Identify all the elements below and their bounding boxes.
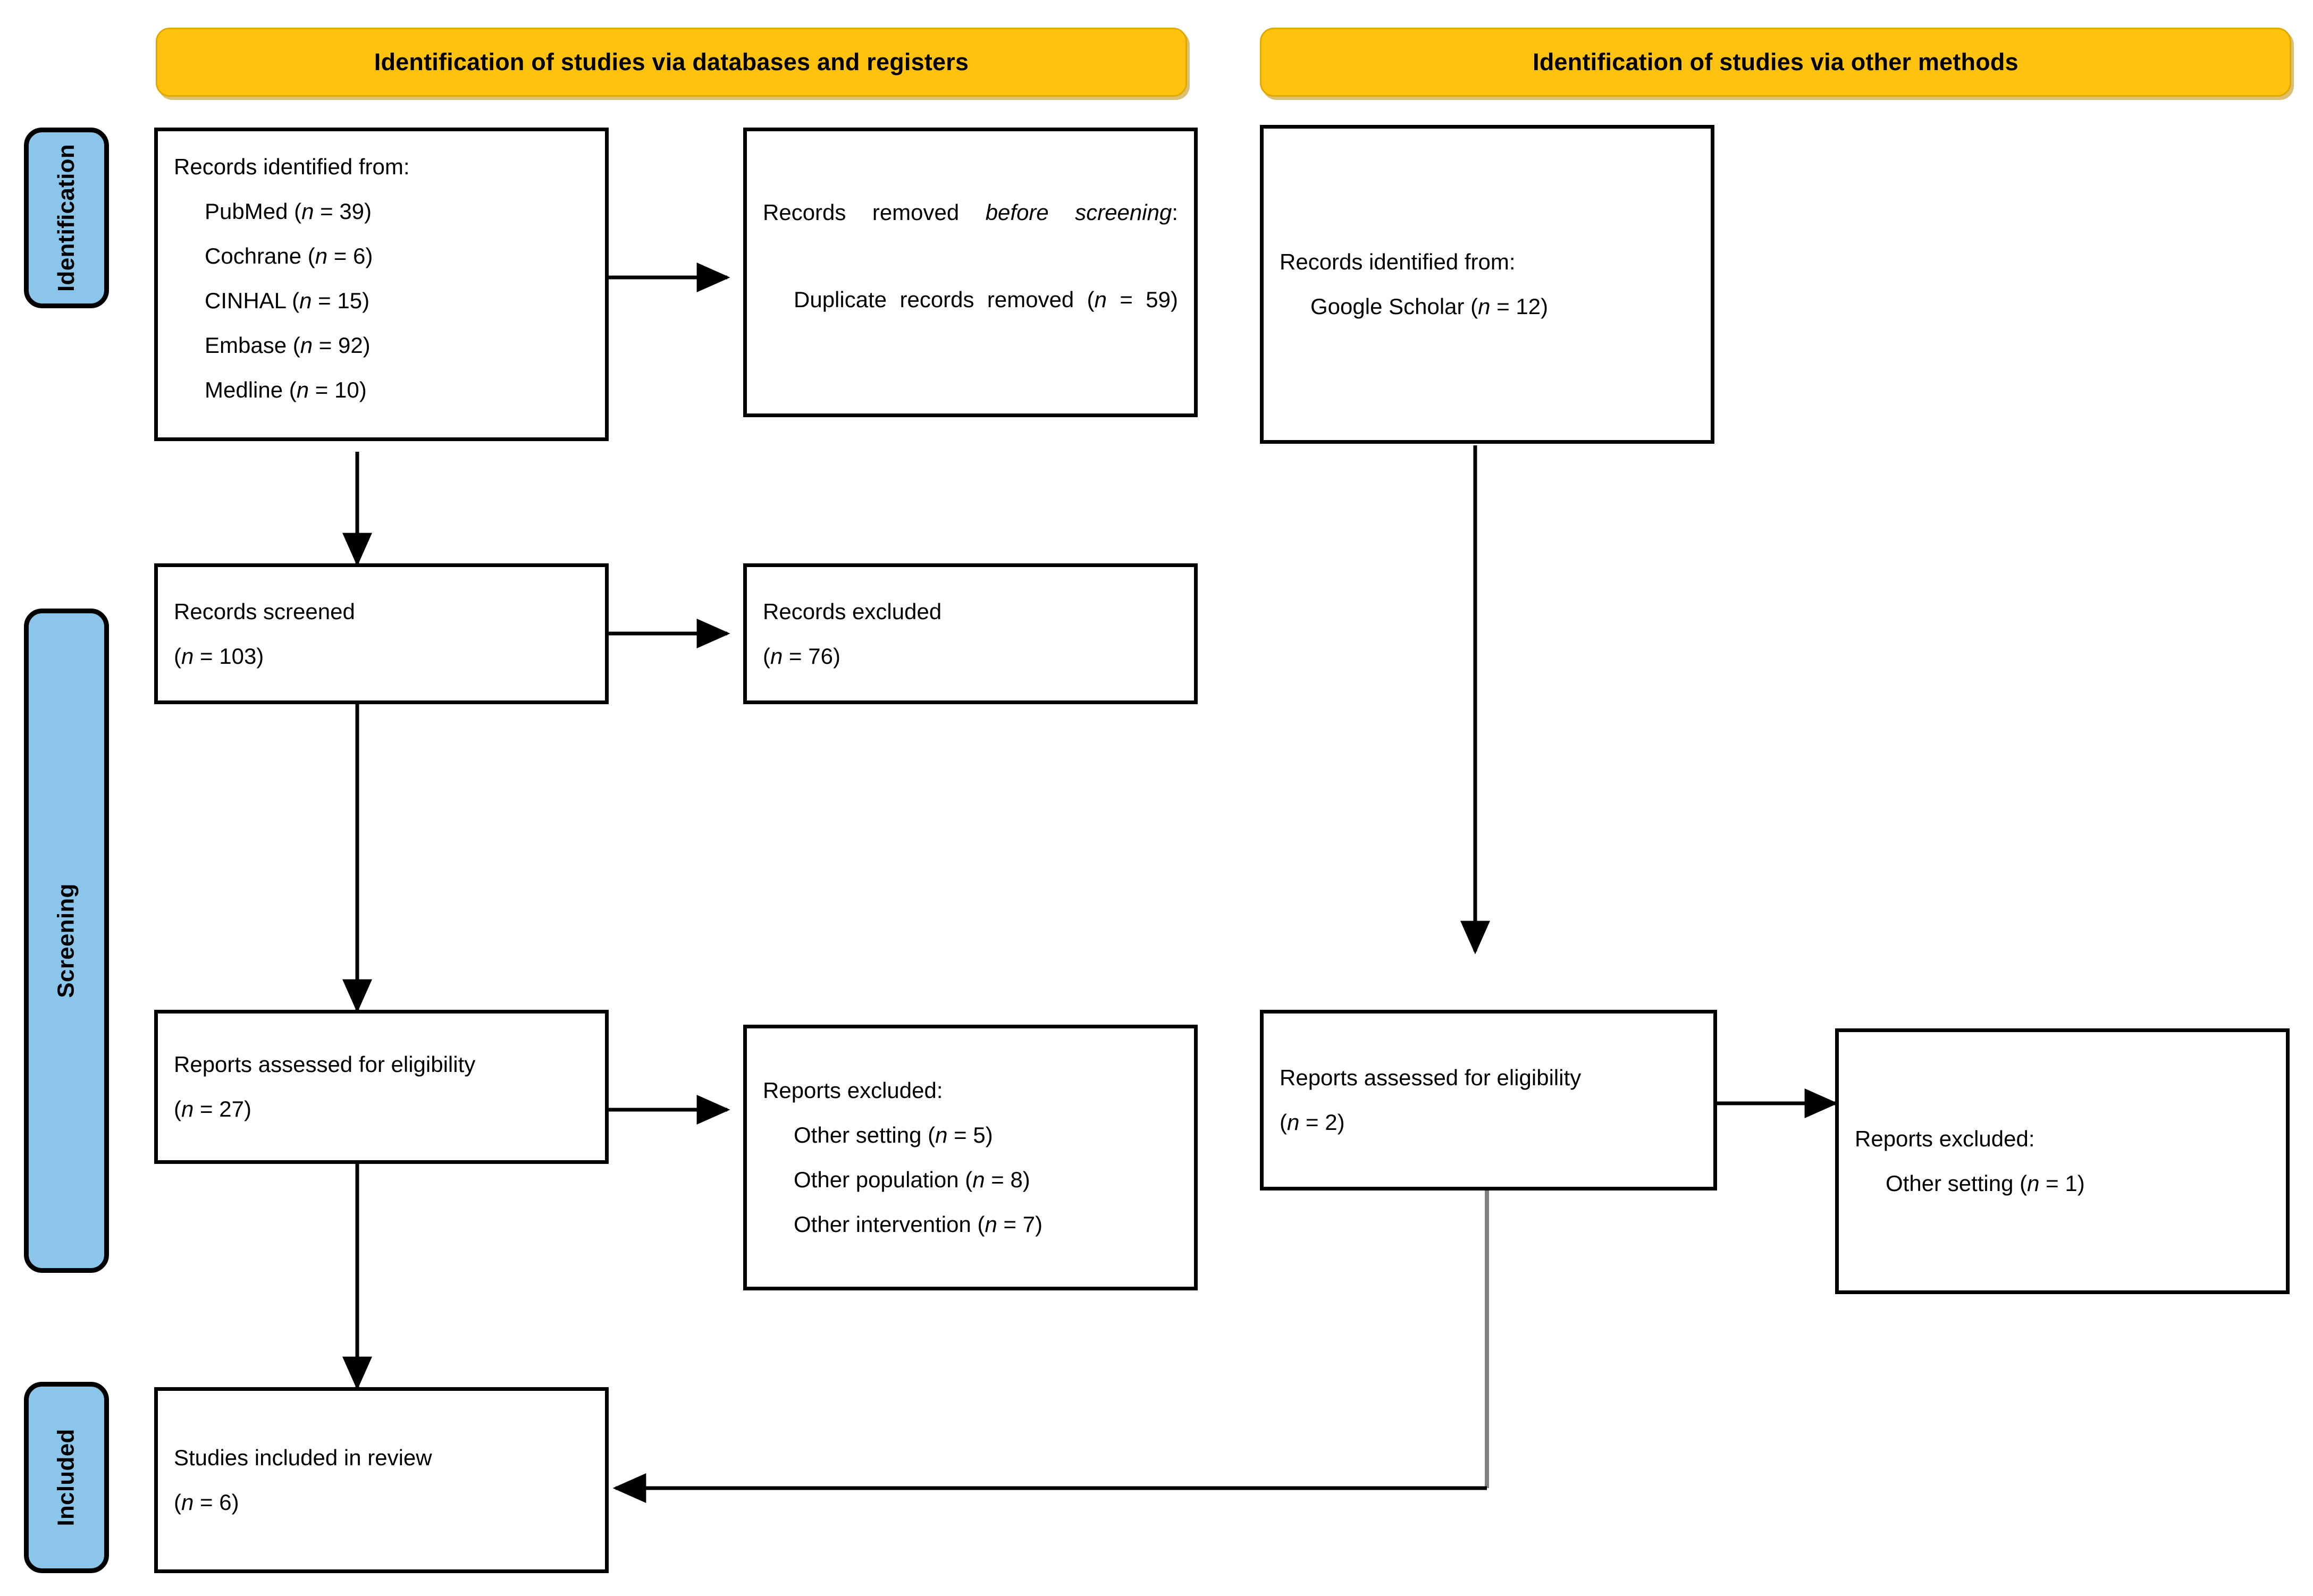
reports-excluded-other-heading: Reports excluded: [1855,1126,2035,1151]
reports-excluded-db-reason-setting: Other setting (n = 5) [794,1122,993,1147]
stage-pill-screening: Screening [24,609,109,1273]
stage-label-screening: Screening [53,883,80,998]
stage-pill-included: Included [24,1382,109,1573]
records-excluded-count: (n = 76) [763,643,840,669]
studies-included-heading: Studies included in review [174,1445,432,1470]
banner-databases-label: Identification of studies via databases … [374,48,969,75]
stage-pill-identification: Identification [24,128,109,308]
stage-label-identification: Identification [53,144,80,292]
banner-databases-and-registers: Identification of studies via databases … [156,28,1187,97]
records-removed-heading-prefix: Records removed [763,199,986,225]
reports-assessed-db-count: (n = 27) [174,1096,251,1121]
records-removed-heading-italic: before screening [985,199,1172,225]
box-records-identified-other: Records identified from: Google Scholar … [1260,125,1714,444]
records-identified-db-item-embase: Embase (n = 92) [205,333,371,358]
box-reports-assessed-databases: Reports assessed for eligibility (n = 27… [154,1010,609,1164]
records-identified-other-heading: Records identified from: [1280,249,1516,274]
studies-included-count: (n = 6) [174,1490,239,1515]
box-records-excluded: Records excluded (n = 76) [743,563,1198,704]
records-removed-heading: Records removed before screening: [763,197,1178,261]
reports-assessed-other-heading: Reports assessed for eligibility [1280,1065,1582,1090]
records-removed-item-duplicates: Duplicate records removed (n = 59) [794,286,1178,312]
box-records-identified-databases: Records identified from: PubMed (n = 39)… [154,128,609,441]
records-identified-db-heading: Records identified from: [174,154,410,179]
records-removed-heading-suffix: : [1172,199,1178,225]
records-identified-db-item-medline: Medline (n = 10) [205,377,367,402]
reports-excluded-db-reason-population: Other population (n = 8) [794,1167,1030,1192]
reports-assessed-other-count: (n = 2) [1280,1110,1345,1135]
reports-excluded-other-reason-setting: Other setting (n = 1) [1886,1171,2085,1196]
records-identified-db-item-cochrane: Cochrane (n = 6) [205,243,373,268]
banner-other-methods: Identification of studies via other meth… [1260,28,2291,97]
records-identified-other-item-scholar: Google Scholar (n = 12) [1310,294,1549,319]
box-studies-included: Studies included in review (n = 6) [154,1387,609,1573]
records-screened-heading: Records screened [174,598,355,624]
box-reports-assessed-other: Reports assessed for eligibility (n = 2) [1260,1010,1717,1190]
stage-label-included: Included [53,1429,79,1526]
reports-excluded-db-heading: Reports excluded: [763,1078,943,1103]
box-reports-excluded-other: Reports excluded: Other setting (n = 1) [1835,1028,2290,1294]
records-screened-count: (n = 103) [174,643,264,669]
records-excluded-heading: Records excluded [763,598,942,624]
box-records-screened: Records screened (n = 103) [154,563,609,704]
box-records-removed-before-screening: Records removed before screening: Duplic… [743,128,1198,417]
reports-excluded-db-reason-intervention: Other intervention (n = 7) [794,1212,1043,1237]
banner-other-methods-label: Identification of studies via other meth… [1533,48,2018,75]
box-reports-excluded-databases: Reports excluded: Other setting (n = 5) … [743,1025,1198,1290]
reports-assessed-db-heading: Reports assessed for eligibility [174,1052,476,1077]
records-identified-db-item-pubmed: PubMed (n = 39) [205,199,372,224]
records-identified-db-item-cinhal: CINHAL (n = 15) [205,288,370,313]
